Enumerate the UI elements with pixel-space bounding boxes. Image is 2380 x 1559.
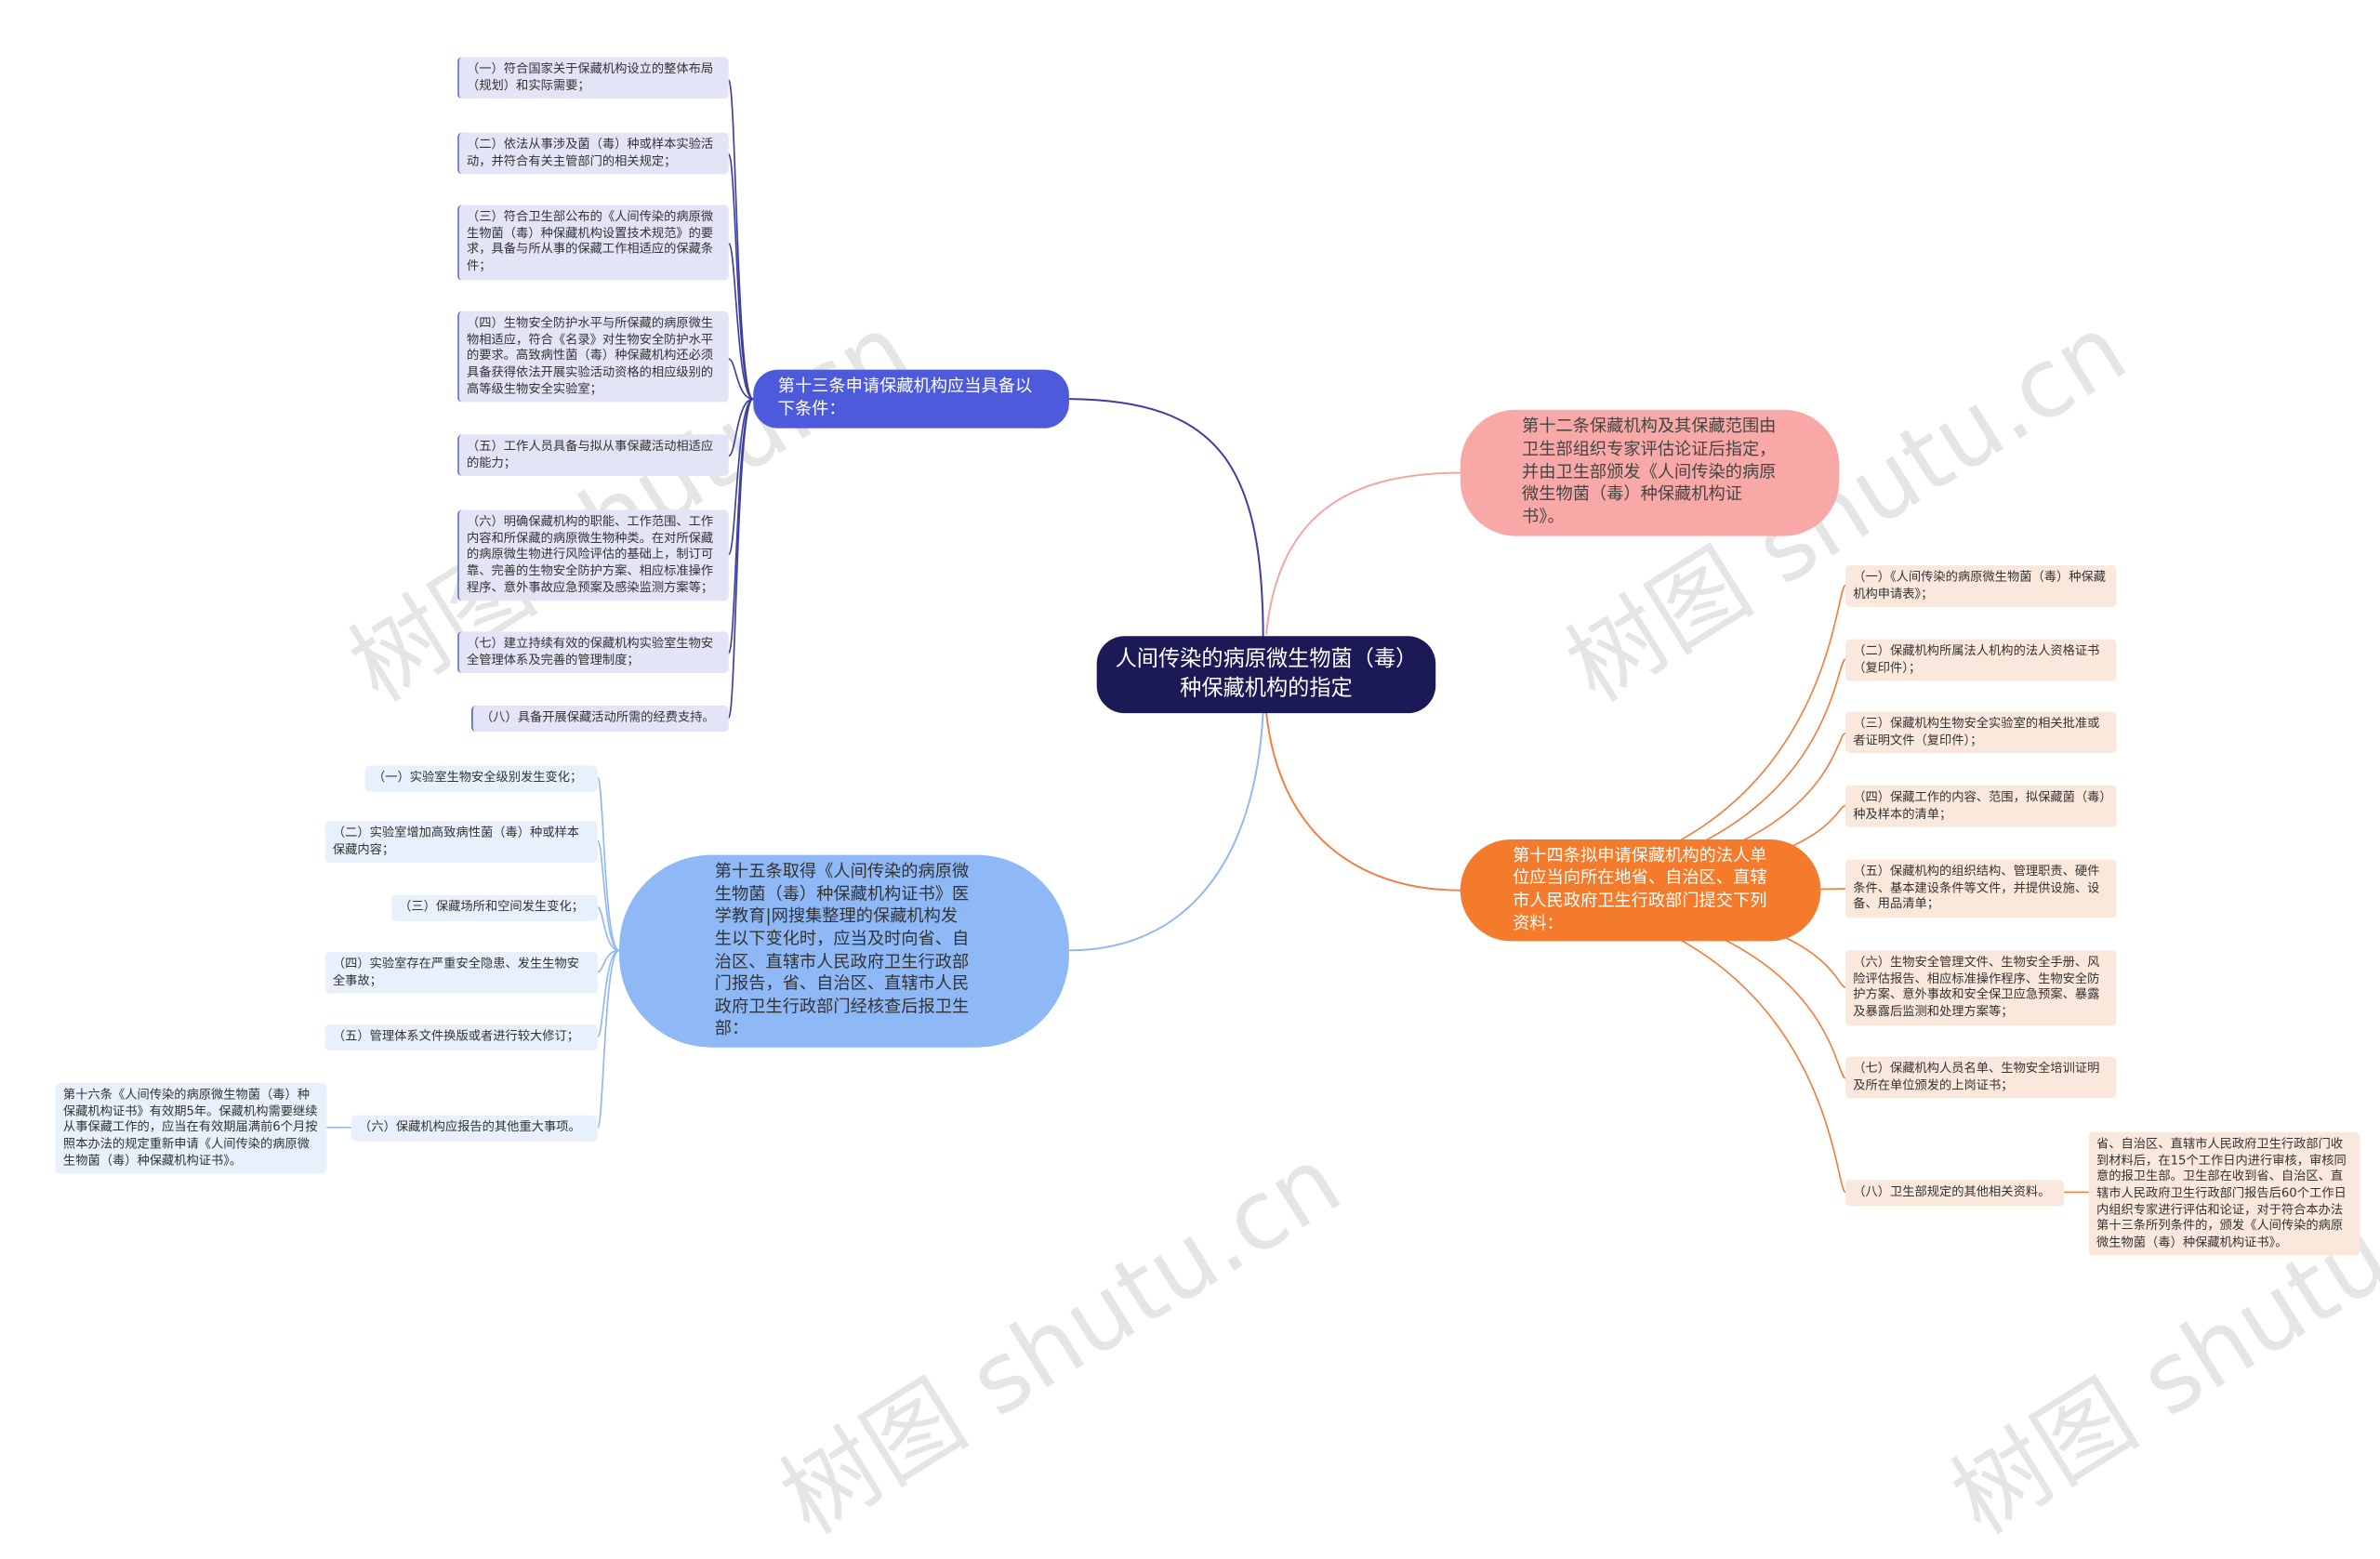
leaf-13-2[interactable]: （二）依法从事涉及菌（毒）种或样本实验活动，并符合有关主管部门的相关规定； (457, 132, 729, 175)
leaf-13-3[interactable]: （三）符合卫生部公布的《人间传染的病原微生物菌（毒）种保藏机构设置技术规范》的要… (457, 205, 729, 280)
link-root-b15 (1068, 711, 1264, 952)
branch-article-12-label: 第十二条保藏机构及其保藏范围由卫生部组织专家评估论证后指定，并由卫生部颁发《人间… (1522, 416, 1777, 527)
branch-article-15-label: 第十五条取得《人间传染的病原微生物菌（毒）种保藏机构证书》医学教育|网搜集整理的… (714, 861, 970, 1039)
root-topic[interactable]: 人间传染的病原微生物菌（毒）种保藏机构的指定 (1096, 636, 1436, 714)
link-root-b14 (1264, 711, 1461, 892)
leaf-14-8[interactable]: （八）卫生部规定的其他相关资料。 (1844, 1180, 2065, 1206)
leaf-13-8[interactable]: （八）具备开展保藏活动所需的经费支持。 (471, 705, 729, 732)
link-root-b13 (1068, 398, 1264, 640)
root-label: 人间传染的病原微生物菌（毒）种保藏机构的指定 (1115, 647, 1418, 701)
leaf-15-5[interactable]: （五）管理体系文件换版或者进行较大修订； (324, 1024, 598, 1050)
leaf-15-6-detail[interactable]: 第十六条《人间传染的病原微生物菌（毒）种保藏机构证书》有效期5年。保藏机构需要继… (55, 1082, 327, 1174)
leaf-15-1[interactable]: （一）实验室生物安全级别发生变化； (364, 765, 598, 792)
leaf-13-7[interactable]: （七）建立持续有效的保藏机构实验室生物安全管理体系及完善的管理制度； (457, 631, 729, 674)
leaf-13-4[interactable]: （四）生物安全防护水平与所保藏的病原微生物相适应，符合《名录》对生物安全防护水平… (457, 310, 729, 403)
leaf-15-4[interactable]: （四）实验室存在严重安全隐患、发生生物安全事故； (324, 951, 598, 995)
mindmap-canvas: 树图 shutu.cn 树图 shutu.cn 树图 shutu.cn 树图 s… (55, 57, 2380, 1555)
link-root-b12 (1264, 471, 1461, 635)
leaf-15-6[interactable]: （六）保藏机构应报告的其他重大事项。 (350, 1115, 598, 1142)
leaf-14-4[interactable]: （四）保藏工作的内容、范围，拟保藏菌（毒）种及样本的清单； (1844, 786, 2117, 828)
leaf-14-1[interactable]: （一）《人间传染的病原微生物菌（毒）种保藏机构申请表》； (1844, 565, 2117, 608)
leaf-13-6[interactable]: （六）明确保藏机构的职能、工作范围、工作内容和所保藏的病原微生物种类。在对所保藏… (457, 509, 729, 601)
leaf-13-5[interactable]: （五）工作人员具备与拟从事保藏活动相适应的能力； (457, 434, 729, 477)
leaf-14-7[interactable]: （七）保藏机构人员名单、生物安全培训证明及所在单位颁发的上岗证书； (1844, 1056, 2117, 1099)
leaf-13-1[interactable]: （一）符合国家关于保藏机构设立的整体布局（规划）和实际需要； (457, 57, 729, 99)
branch-article-15[interactable]: 第十五条取得《人间传染的病原微生物菌（毒）种保藏机构证书》医学教育|网搜集整理的… (619, 854, 1069, 1048)
leaf-14-3[interactable]: （三）保藏机构生物安全实验室的相关批准或者证明文件（复印件）； (1844, 711, 2117, 754)
branch-article-12[interactable]: 第十二条保藏机构及其保藏范围由卫生部组织专家评估论证后指定，并由卫生部颁发《人间… (1460, 409, 1840, 536)
leaf-15-3[interactable]: （三）保藏场所和空间发生变化； (390, 894, 598, 921)
connector-lines (326, 79, 2089, 1194)
branch-article-14-label: 第十四条拟申请保藏机构的法人单位应当向所在地省、自治区、直辖市人民政府卫生行政部… (1513, 845, 1767, 933)
leaf-14-5[interactable]: （五）保藏机构的组织结构、管理职责、硬件条件、基本建设条件等文件，并提供设施、设… (1844, 859, 2117, 918)
leaf-14-6[interactable]: （六）生物安全管理文件、生物安全手册、风险评估报告、相应标准操作程序、生物安全防… (1844, 950, 2117, 1025)
leaf-14-8-detail[interactable]: 省、自治区、直辖市人民政府卫生行政部门收到材料后，在15个工作日内进行审核，审核… (2088, 1131, 2360, 1256)
leaf-15-2[interactable]: （二）实验室增加高致病性菌（毒）种或样本保藏内容； (324, 821, 598, 864)
branch-article-13[interactable]: 第十三条申请保藏机构应当具备以下条件： (753, 369, 1069, 429)
leaf-14-2[interactable]: （二）保藏机构所属法人机构的法人资格证书（复印件）； (1844, 639, 2117, 681)
branch-article-13-label: 第十三条申请保藏机构应当具备以下条件： (777, 376, 1033, 419)
branch-article-14[interactable]: 第十四条拟申请保藏机构的法人单位应当向所在地省、自治区、直辖市人民政府卫生行政部… (1460, 839, 1821, 942)
